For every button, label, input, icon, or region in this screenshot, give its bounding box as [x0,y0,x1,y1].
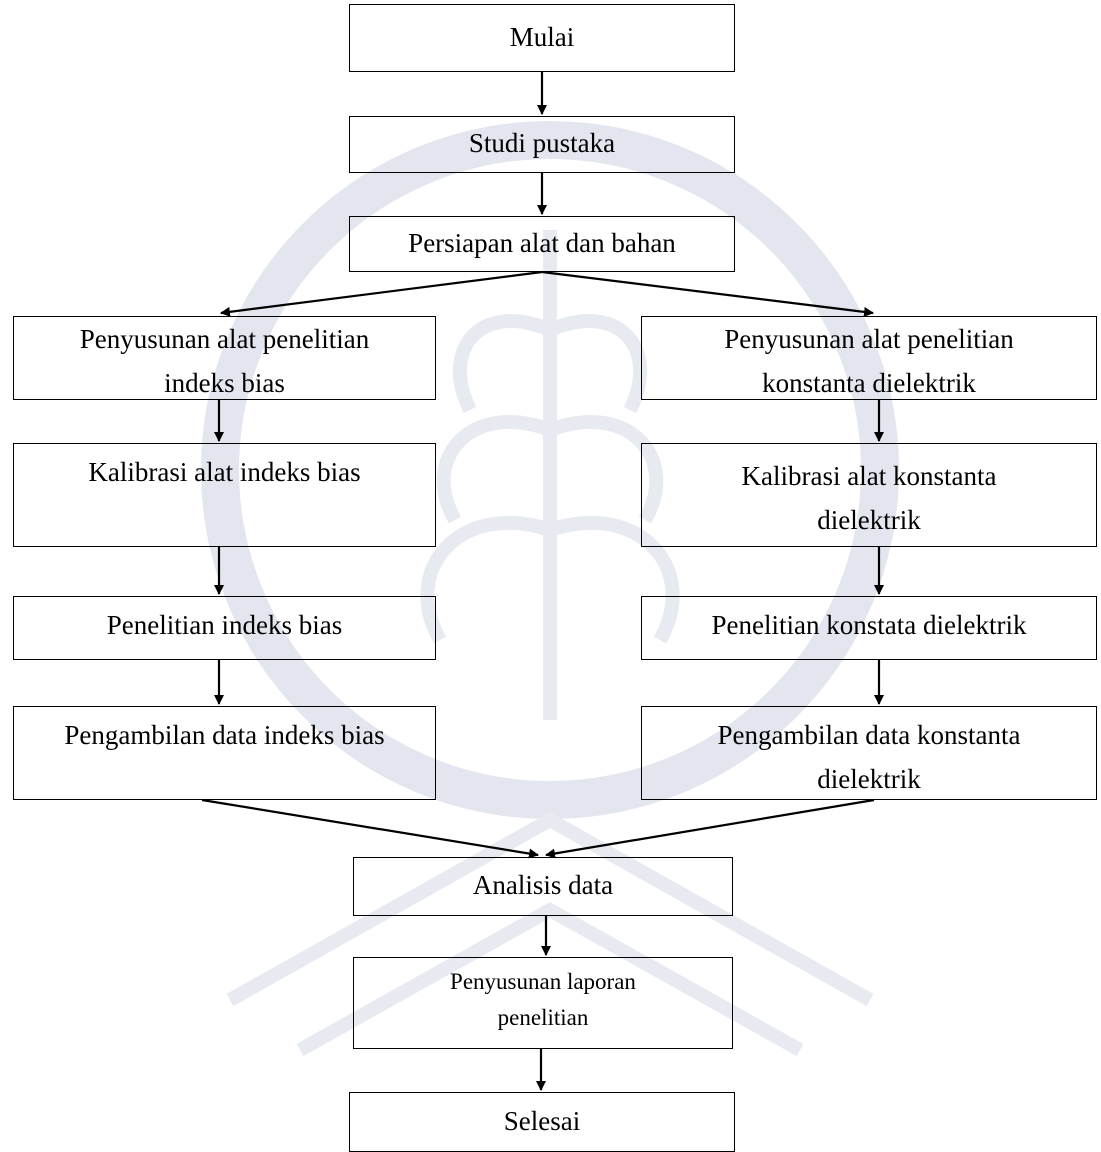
node-literature: Studi pustaka [349,116,735,173]
node-analysis-line-1: Analisis data [472,870,614,900]
node-report-line-2: penelitian [497,1005,589,1030]
node-calib-refr: Kalibrasi alat indeks bias [13,443,436,547]
node-calib-diel-line-1: Kalibrasi alat konstanta [741,461,997,491]
node-data-refr: Pengambilan data indeks bias [13,706,436,800]
node-report-line-1: Penyusunan laporan [450,969,636,994]
node-calib-refr-line-1: Kalibrasi alat indeks bias [88,457,361,487]
arrow-data-diel-to-analysis [545,798,875,859]
node-start: Mulai [349,4,735,72]
node-data-diel: Pengambilan data konstanta dielektrik [641,706,1097,800]
node-assemble-refr-line-2: indeks bias [164,368,285,398]
node-calib-diel: Kalibrasi alat konstanta dielektrik [641,443,1097,547]
node-start-line-1: Mulai [509,22,575,52]
node-calib-diel-line-2: dielektrik [817,505,921,535]
node-data-refr-line-1: Pengambilan data indeks bias [64,720,385,750]
node-report: Penyusunan laporan penelitian [353,957,733,1049]
node-literature-line-1: Studi pustaka [468,128,616,158]
node-prep-line-1: Persiapan alat dan bahan [408,228,676,258]
node-end-line-1: Selesai [503,1106,581,1136]
node-assemble-diel-line-1: Penyusunan alat penelitian [724,324,1014,354]
node-analysis: Analisis data [353,857,733,916]
arrow-prep-to-assemble-refr [220,270,543,317]
arrow-prep-to-assemble-diel [541,270,874,317]
node-research-refr: Penelitian indeks bias [13,596,436,660]
node-research-diel: Penelitian konstata dielektrik [641,596,1097,660]
node-research-refr-line-1: Penelitian indeks bias [106,610,343,640]
node-assemble-diel-line-2: konstanta dielektrik [762,368,976,398]
node-data-diel-line-2: dielektrik [817,764,921,794]
node-data-diel-line-1: Pengambilan data konstanta [717,720,1021,750]
node-assemble-refr: Penyusunan alat penelitian indeks bias [13,316,436,400]
node-end: Selesai [349,1092,735,1152]
node-prep: Persiapan alat dan bahan [349,216,735,272]
node-research-diel-line-1: Penelitian konstata dielektrik [711,610,1027,640]
node-assemble-diel: Penyusunan alat penelitian konstanta die… [641,316,1097,400]
node-assemble-refr-line-1: Penyusunan alat penelitian [79,324,370,354]
arrow-data-refr-to-analysis [201,798,539,859]
